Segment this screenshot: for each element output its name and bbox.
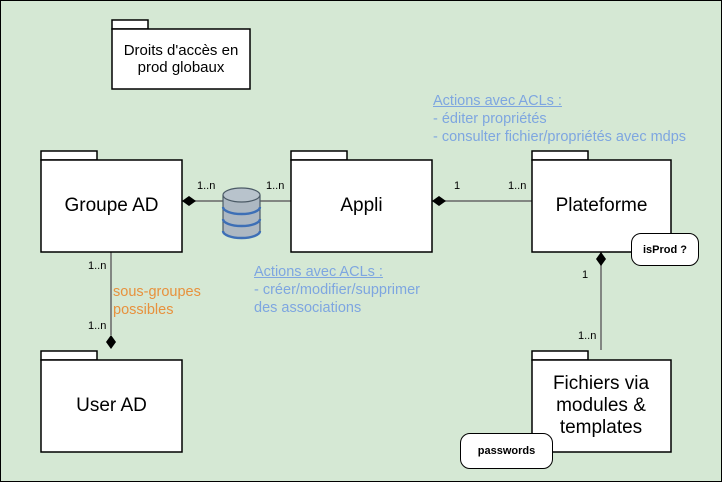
diamond-appli-plateforme — [432, 196, 446, 206]
sous-groupes-line: sous-groupes — [113, 284, 201, 300]
multiplicity-label: 1..n — [508, 180, 527, 192]
multiplicity-label: 1 — [454, 180, 461, 192]
package-droits-title: Droits d'accès en prod globaux — [123, 41, 239, 76]
multiplicity-label: 1..n — [266, 180, 285, 192]
multiplicity-label: 1..n — [88, 260, 107, 272]
plateforme-actions-line: - consulter fichier/propriétés avec mdps — [433, 129, 687, 145]
diamond-groupe-appli — [182, 196, 196, 206]
diamond-groupe-user — [106, 335, 116, 349]
sous-groupes-line: possibles — [113, 302, 174, 318]
package-appli-shape — [290, 150, 433, 253]
package-user-ad-shape — [40, 350, 183, 453]
diamond-plateforme-fichiers — [596, 252, 606, 266]
appli-actions-note: Actions avec ACLs : - créer/modifier/sup… — [254, 263, 420, 317]
multiplicity-label: 1 — [582, 269, 589, 281]
package-groupe-ad-title: Groupe AD — [64, 195, 159, 217]
plateforme-actions-note: Actions avec ACLs : - éditer propriétés … — [433, 92, 686, 146]
isprod-tag: isProd ? — [631, 233, 699, 266]
package-droits-shape — [111, 19, 251, 90]
package-appli-title: Appli — [340, 195, 383, 217]
package-plateforme-title: Plateforme — [555, 195, 648, 217]
package-user-ad-title: User AD — [76, 395, 147, 417]
appli-actions-line: des associations — [254, 300, 362, 316]
package-fichiers-shape — [531, 350, 672, 453]
sous-groupes-note: sous-groupes possibles — [113, 283, 201, 319]
appli-actions-line: - créer/modifier/supprimer — [254, 282, 420, 298]
multiplicity-label: 1..n — [88, 320, 107, 332]
package-fichiers-title: Fichiers via modules & templates — [552, 373, 650, 438]
multiplicity-label: 1..n — [197, 180, 216, 192]
database-icon — [221, 187, 262, 240]
multiplicity-label: 1..n — [578, 330, 597, 342]
passwords-tag: passwords — [460, 433, 553, 469]
appli-actions-title: Actions avec ACLs : — [254, 264, 383, 280]
plateforme-actions-title: Actions avec ACLs : — [433, 93, 562, 109]
plateforme-actions-line: - éditer propriétés — [433, 111, 547, 127]
package-groupe-ad-shape — [40, 150, 183, 253]
